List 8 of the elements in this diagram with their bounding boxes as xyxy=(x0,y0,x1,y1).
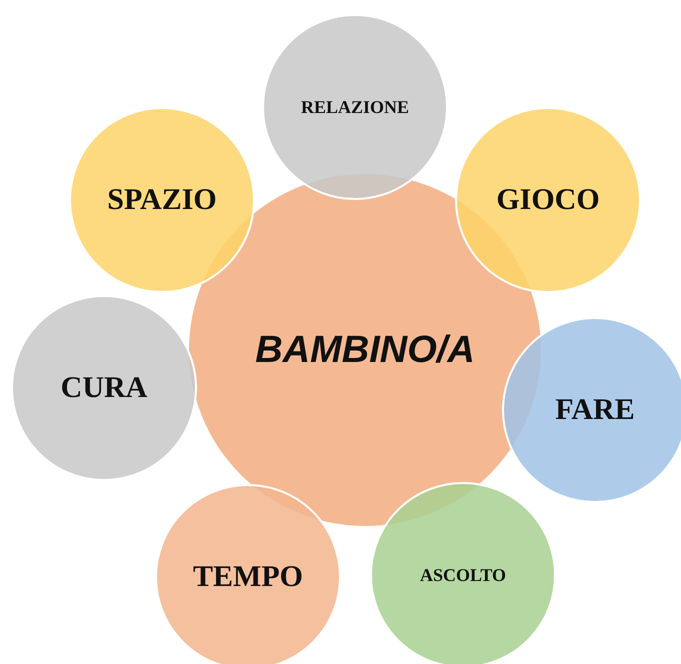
circle-label: SPAZIO xyxy=(107,183,217,217)
circle-label: TEMPO xyxy=(193,560,303,594)
circle-label: RELAZIONE xyxy=(300,96,410,118)
circle-label: FARE xyxy=(555,393,635,427)
circle-label: BAMBINO/A xyxy=(255,328,475,372)
circle-label: GIOCO xyxy=(496,183,600,217)
circle-label: CURA xyxy=(60,371,148,405)
circle-label: ASCOLTO xyxy=(420,564,506,586)
